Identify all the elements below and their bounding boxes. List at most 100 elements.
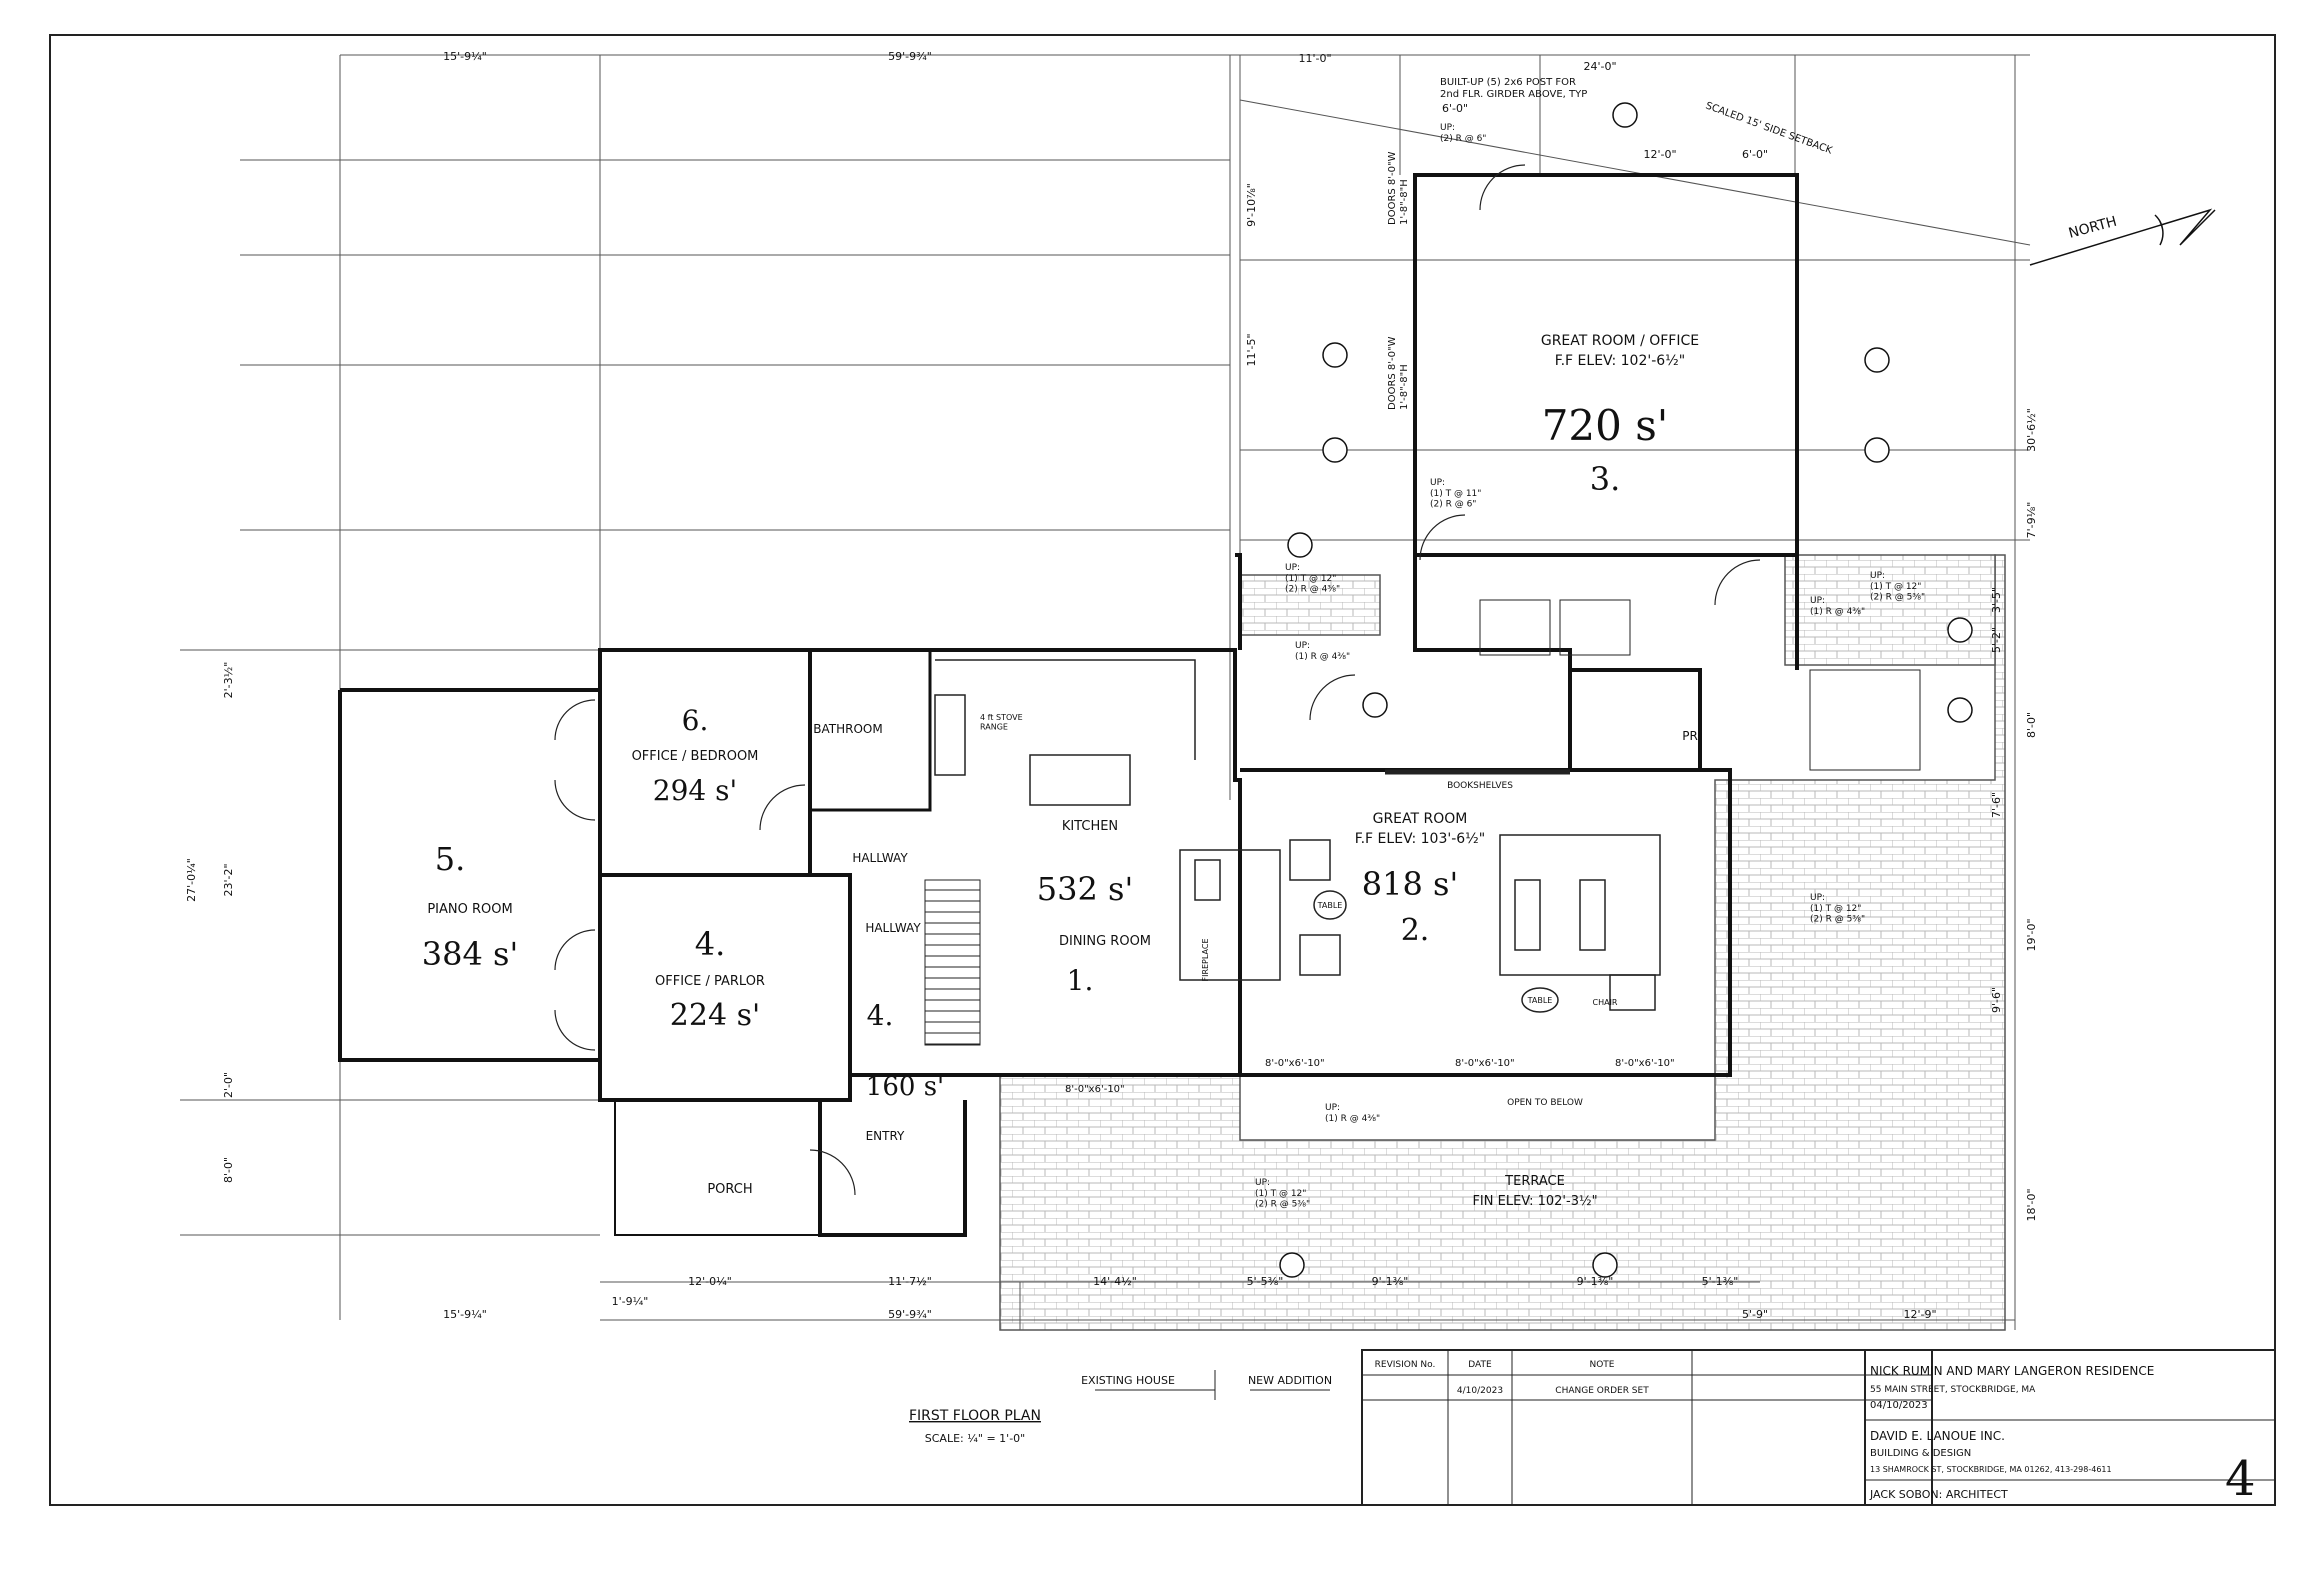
dim-left-3: 23'-2" — [222, 863, 235, 896]
dim-left-1: 2'-3½" — [222, 662, 235, 699]
dim-right-9: 19'-0" — [2025, 918, 2038, 951]
revision-table: REVISION No. DATE NOTE 4/10/2023 CHANGE … — [1361, 1349, 1933, 1506]
wall-porch — [614, 1099, 821, 1236]
note-built-up-line-2: 2nd FLR. GIRDER ABOVE, TYP — [1440, 89, 1587, 100]
great-room-name: GREAT ROOM — [1373, 811, 1468, 827]
section-marker-icon — [1279, 1252, 1305, 1278]
stair-note-6: UP:(1) R @ 4⅜" — [1810, 596, 1865, 617]
stair-back-2 — [1559, 599, 1631, 656]
dim-overall-3: 1'-9¼" — [612, 1295, 649, 1308]
piano-room-name: PIANO ROOM — [427, 902, 512, 917]
north-label: NORTH — [2067, 214, 2119, 242]
stair-note-1: UP:(2) R @ 6" — [1440, 123, 1486, 144]
kitchen-fixtures — [934, 659, 1281, 981]
great-room-office-area: 720 s' — [1542, 401, 1669, 450]
section-markers — [1279, 102, 1973, 1278]
chair-right — [1609, 974, 1656, 1011]
stair-notes: UP:(2) R @ 6" UP:(1) T @ 11"(2) R @ 6" U… — [1255, 123, 1925, 1210]
wall-bathroom — [808, 648, 932, 812]
office-bedroom-number: 6. — [682, 704, 709, 737]
sheet-border — [49, 34, 2276, 1506]
wall-great-room — [1240, 768, 1732, 1077]
office-parlor-area: 224 s' — [670, 998, 760, 1033]
project-name: NICK RUMIN AND MARY LANGERON RESIDENCE — [1870, 1364, 2154, 1378]
revision-header-note: NOTE — [1589, 1360, 1614, 1370]
dim-bottom-8: 12'-9" — [1903, 1308, 1936, 1321]
sofa-2 — [1579, 879, 1606, 951]
dim-bottom-5: 9'-1⅜" — [1372, 1275, 1409, 1288]
section-marker-icon — [1612, 102, 1638, 128]
reference-lines — [180, 54, 2031, 1330]
dim-left-2: 27'-0¼" — [185, 858, 198, 902]
stair-note-5: UP:(1) T @ 12"(2) R @ 5⅜" — [1870, 571, 1925, 603]
pr-label: PR — [1682, 729, 1698, 743]
wall-pr — [1570, 668, 1702, 770]
great-room-number: 2. — [1401, 913, 1430, 948]
dim-top-3: 11'-0" — [1298, 52, 1331, 65]
title-block: NICK RUMIN AND MARY LANGERON RESIDENCE 5… — [1864, 1349, 2276, 1507]
great-room-furniture — [1289, 769, 1661, 1013]
bathroom-label: BATHROOM — [813, 722, 882, 736]
piano-room-area: 384 s' — [422, 935, 518, 973]
wall-main-house — [810, 648, 1242, 1077]
door-swings — [554, 164, 1761, 1196]
dim-right-4: 7'-9⅛" — [2025, 502, 2038, 539]
section-marker-icon — [1592, 1252, 1618, 1278]
dim-top-7: 6'-0" — [1742, 148, 1768, 161]
office-parlor-number: 4. — [695, 925, 726, 963]
dim-top-1: 15'-9¼" — [443, 50, 487, 63]
section-marker-icon — [1322, 342, 1348, 368]
stair-note-9: UP:(1) T @ 12"(2) R @ 5⅜" — [1255, 1178, 1310, 1210]
wall-entry — [818, 1100, 967, 1237]
fireplace-block — [1179, 849, 1281, 981]
dining-room-number: 1. — [1067, 964, 1094, 997]
terrace-elev: FIN ELEV: 102'-3½" — [1472, 1194, 1597, 1209]
north-arrow-icon — [2029, 208, 2216, 266]
plan-title: FIRST FLOOR PLAN — [909, 1408, 1041, 1424]
dim-bottom-4: 5'-5⅜" — [1247, 1275, 1284, 1288]
dim-right-7: 8'-0" — [2025, 712, 2038, 738]
revision-row-date: 4/10/2023 — [1457, 1386, 1503, 1396]
stair-note-7: UP:(1) T @ 12"(2) R @ 5⅜" — [1810, 893, 1865, 925]
dim-right-8: 7'-6" — [1990, 792, 2003, 818]
office-parlor-name: OFFICE / PARLOR — [655, 974, 765, 989]
stair-note-4: UP:(1) R @ 4⅜" — [1295, 641, 1350, 662]
great-room-office-name: GREAT ROOM / OFFICE — [1541, 333, 1699, 349]
dim-bottom-7: 5'-1⅜" — [1702, 1275, 1739, 1288]
section-marker-icon — [1947, 697, 1973, 723]
section-marker-icon — [1864, 347, 1890, 373]
section-marker-icon — [1287, 532, 1313, 558]
hallway-upper-label: HALLWAY — [852, 851, 908, 865]
entry-label: ENTRY — [866, 1129, 905, 1143]
hall-area: 160 s' — [866, 1072, 944, 1102]
stair-back — [1479, 599, 1551, 656]
window-tag: 8'-0"x6'-10" — [1455, 1058, 1515, 1069]
dim-top-6: 6'-0" — [1442, 102, 1468, 115]
armchair-1 — [1289, 839, 1331, 881]
stair-note-2: UP:(1) T @ 11"(2) R @ 6" — [1430, 478, 1481, 510]
legend-existing: EXISTING HOUSE — [1081, 1374, 1175, 1387]
stairs — [924, 599, 1921, 1046]
dim-bottom-2: 11'-7½" — [888, 1275, 932, 1288]
legend: EXISTING HOUSE NEW ADDITION — [1081, 1370, 1332, 1400]
wall-great-room-office — [1413, 173, 1799, 557]
revision-row-note: CHANGE ORDER SET — [1555, 1386, 1649, 1396]
dim-right-6: 3'-5" — [1990, 587, 2003, 613]
stair-main — [924, 879, 981, 1046]
window-tag: 8'-0"x6'-10" — [1615, 1058, 1675, 1069]
revision-header-date: DATE — [1468, 1360, 1492, 1370]
company-address: 13 SHAMROCK ST, STOCKBRIDGE, MA 01262, 4… — [1870, 1465, 2112, 1474]
company-name: DAVID E. LANOUE INC. — [1870, 1429, 2005, 1443]
piano-room-number: 5. — [435, 840, 466, 878]
sofa — [1514, 879, 1541, 951]
dim-top-4: 24'-0" — [1583, 60, 1616, 73]
section-marker-icon — [1947, 617, 1973, 643]
dim-left-5: 8'-0" — [222, 1157, 235, 1183]
note-doors-1: DOORS 8'-0"W1'-8"-8"H — [1387, 151, 1410, 225]
revision-header-number: REVISION No. — [1375, 1360, 1436, 1370]
kitchen-counter — [935, 659, 1196, 760]
fireplace-insert — [1194, 859, 1221, 901]
great-room-area: 818 s' — [1362, 865, 1458, 903]
project-address: 55 MAIN STREET, STOCKBRIDGE, MA — [1870, 1385, 2036, 1395]
